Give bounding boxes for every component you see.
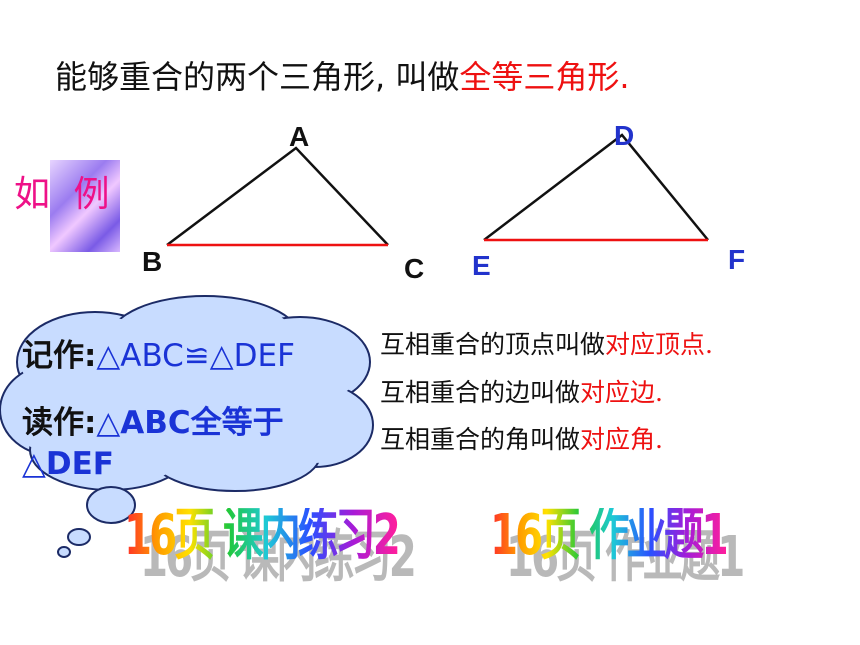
- example-label: 如 例: [14, 174, 116, 215]
- definition-title: 能够重合的两个三角形, 叫做全等三角形.: [55, 52, 630, 98]
- title-highlight: 全等三角形.: [459, 58, 630, 96]
- definition-highlight: 对应顶点.: [605, 330, 713, 359]
- title-prefix: 能够重合的两个三角形, 叫做: [55, 58, 460, 96]
- triangle-abc-sides: [166, 146, 389, 246]
- wordart-left-exercise[interactable]: 16页 课内练习2: [124, 503, 401, 568]
- definition-highlight: 对应边.: [580, 378, 663, 407]
- definition-vertices: 互相重合的顶点叫做对应顶点.: [380, 325, 713, 361]
- vertex-label-e: E: [472, 250, 491, 281]
- definition-sides: 互相重合的边叫做对应边.: [380, 373, 663, 409]
- triangle-def-sides: [483, 133, 709, 241]
- definition-text: 互相重合的角叫做: [380, 425, 581, 454]
- read-label: 读作:: [22, 405, 97, 441]
- notation-read: 读作:△ABC全等于: [22, 397, 284, 442]
- wordart-right-homework[interactable]: 16页 作业题1: [490, 503, 729, 568]
- written-label: 记作:: [22, 338, 97, 374]
- vertex-label-d: D: [614, 120, 635, 151]
- read-value-1: △ABC全等于: [96, 405, 284, 441]
- read-value-2: △DEF: [22, 446, 114, 482]
- vertex-label-a: A: [289, 121, 310, 152]
- wordart-right-shadow: 16页 作业题1: [506, 530, 745, 586]
- definition-angles: 互相重合的角叫做对应角.: [380, 420, 663, 456]
- definition-highlight: 对应角.: [580, 425, 663, 454]
- wordart-left-shadow: 16页 课内练习2: [140, 530, 417, 586]
- vertex-label-f: F: [728, 244, 746, 275]
- definition-text: 互相重合的顶点叫做: [380, 330, 606, 359]
- written-value: △ABC≌△DEF: [96, 338, 295, 374]
- notation-written: 记作:△ABC≌△DEF: [22, 330, 295, 375]
- example-gradient-box: [50, 160, 120, 252]
- notation-read-cont: △DEF: [22, 446, 114, 482]
- vertex-label-c: C: [404, 253, 425, 284]
- definition-text: 互相重合的边叫做: [380, 378, 581, 407]
- vertex-label-b: B: [142, 246, 163, 277]
